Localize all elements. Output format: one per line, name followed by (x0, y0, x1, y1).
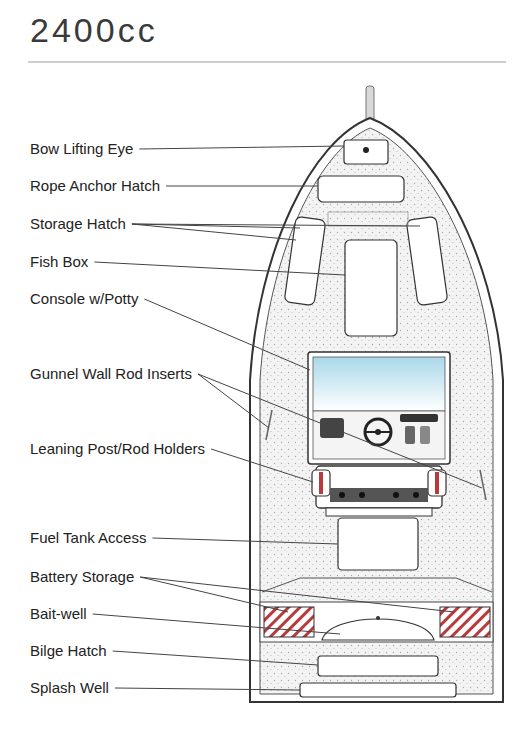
splash-well (300, 683, 456, 697)
gunnel-rod-insert (266, 410, 272, 440)
gauges (400, 414, 438, 422)
rod-holder (339, 492, 345, 498)
lifting-eye (363, 147, 369, 153)
leader-line (139, 146, 344, 149)
leader-line (198, 374, 482, 488)
steering-spoke (365, 431, 391, 433)
rod-holder (393, 492, 399, 498)
part-label: Battery Storage (30, 568, 134, 586)
leader-line (115, 688, 300, 690)
stern-line (262, 578, 492, 592)
part-label: Fuel Tank Access (30, 529, 146, 547)
post-base (326, 508, 432, 516)
leader-line (144, 299, 310, 370)
rope-anchor-hatch (318, 176, 404, 202)
storage-hatch (284, 216, 326, 305)
part-label: Bait-well (30, 605, 87, 623)
part-label: Bilge Hatch (30, 642, 107, 660)
rod-holder-bar (330, 488, 428, 502)
windshield (313, 357, 445, 411)
red-stripe (435, 472, 439, 494)
bow-lifting-eye (344, 140, 388, 164)
part-label: Storage Hatch (30, 215, 126, 233)
fish-box (345, 240, 397, 336)
leader-line (166, 186, 318, 187)
leader-line (132, 224, 296, 240)
bilge-hatch (318, 656, 438, 676)
part-label: Console w/Potty (30, 290, 138, 308)
part-label: Bow Lifting Eye (30, 140, 133, 158)
throttle (405, 426, 415, 444)
battery-storage (264, 607, 314, 637)
rod-holder (359, 492, 365, 498)
rod-holder (413, 492, 419, 498)
gunnel-rod-insert (480, 470, 486, 500)
leader-line (94, 262, 345, 275)
diagram-title: 2400cc (30, 10, 158, 50)
leader-line (211, 449, 313, 482)
leader-line (198, 374, 269, 428)
post-arm (312, 470, 330, 496)
forward-seat (328, 212, 408, 226)
leader-line (113, 651, 318, 665)
bait-well-drain (376, 616, 380, 620)
leaning-post (316, 466, 442, 508)
deck (260, 128, 493, 694)
leader-line (140, 577, 288, 612)
bait-well (322, 619, 434, 640)
console (308, 352, 450, 464)
part-label: Splash Well (30, 679, 109, 697)
transom-box (260, 602, 493, 642)
title-rule (28, 62, 506, 63)
part-label: Rope Anchor Hatch (30, 177, 160, 195)
part-label: Fish Box (30, 253, 88, 271)
red-stripe (319, 472, 323, 494)
storage-hatch (406, 216, 448, 305)
fuel-tank-access (338, 518, 418, 570)
dashboard (313, 411, 445, 459)
steering-wheel (365, 419, 391, 445)
leader-line (93, 614, 340, 634)
part-label: Gunnel Wall Rod Inserts (30, 365, 192, 383)
part-label: Leaning Post/Rod Holders (30, 440, 205, 458)
leader-line (140, 577, 454, 612)
leader-line (152, 538, 338, 544)
leader-line (132, 224, 420, 226)
post-arm (428, 470, 446, 496)
throttle (420, 426, 430, 444)
